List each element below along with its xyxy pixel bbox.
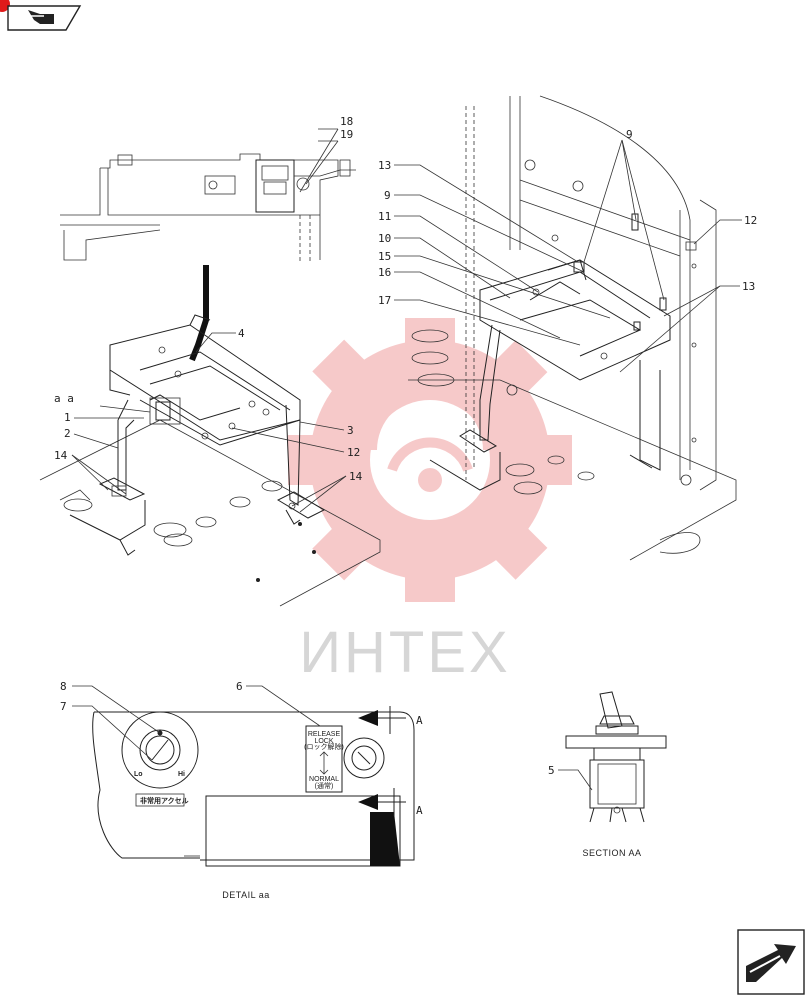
callout-14-left: 14 [54,449,68,462]
section-mark-a-bottom: A [416,804,423,817]
knob-jp-label: 非常用アクセル [140,796,189,805]
callout-11: 11 [378,210,391,223]
callout-8: 8 [60,680,67,693]
callout-9-left: 9 [384,189,391,202]
callout-13-right: 13 [742,280,755,293]
section-mark-a-top: A [416,714,423,727]
callout-17: 17 [378,294,391,307]
next-page-tab[interactable] [737,929,805,995]
left-frame-assembly [39,265,381,607]
lock-jp-label: (ロック解除) [304,742,344,751]
section-aa-caption: SECTION AA [582,848,641,858]
callout-18: 18 [340,115,353,128]
callout-aa: a a [54,392,74,405]
normal-jp-label: (通常) [315,781,334,790]
lock-label: LOCK [314,738,333,745]
detail-aa-panel: Lo Hi 非常用アクセル RELEASE LOCK (ロック解除) NORMA… [92,706,415,867]
watermark-gear-icon [288,318,572,602]
callout-15: 15 [378,250,391,263]
prev-page-tab[interactable] [0,0,82,31]
knob-lo-label: Lo [134,771,143,778]
knob-hi-label: Hi [178,771,185,778]
callout-6: 6 [236,680,243,693]
detail-top-bracket [60,153,356,262]
detail-aa-caption: DETAIL aa [222,890,270,900]
callout-2: 2 [64,427,71,440]
watermark-text: ИНТЕХ [299,620,510,685]
callout-10: 10 [378,232,391,245]
callout-13-top: 13 [378,159,391,172]
callout-7: 7 [60,700,67,713]
callout-12-right: 12 [744,214,757,227]
right-cab-assembly [408,95,737,561]
callout-3: 3 [347,424,354,437]
callout-12-left: 12 [347,446,360,459]
callout-1: 1 [64,411,71,424]
arrow-right-tab-icon [28,10,54,24]
arrow-next-page-icon [746,944,796,982]
callout-19: 19 [340,128,353,141]
release-label: RELEASE [308,731,341,738]
callout-14-right: 14 [349,470,363,483]
section-aa-view [565,691,667,823]
callout-16: 16 [378,266,391,279]
callout-9-top: 9 [626,128,633,141]
callout-4: 4 [238,327,245,340]
callout-5: 5 [548,764,555,777]
normal-label: NORMAL [309,776,339,783]
